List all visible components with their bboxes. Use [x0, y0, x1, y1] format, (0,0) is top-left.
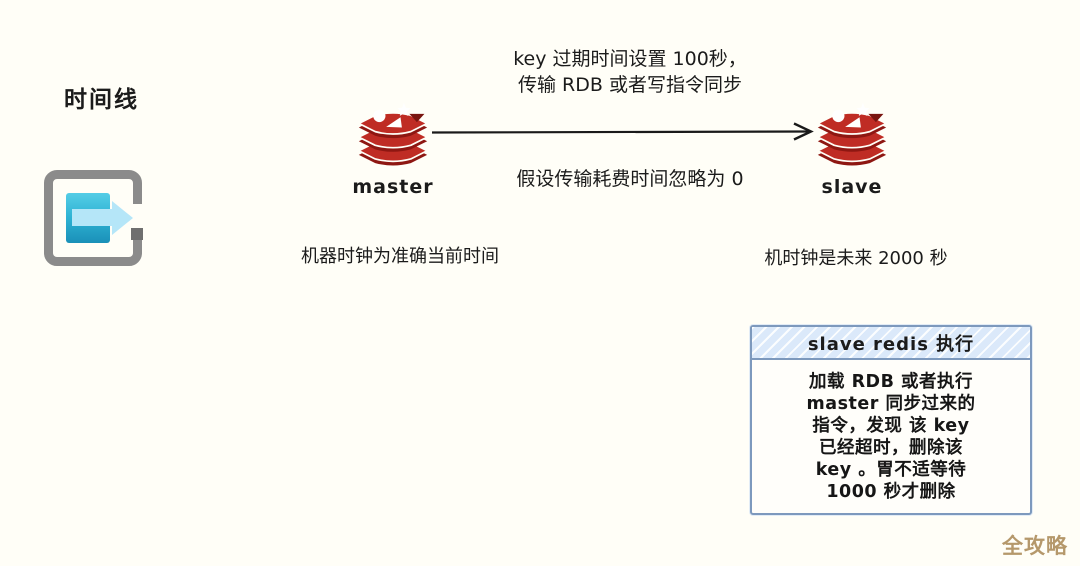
- watermark: 全攻略: [1002, 534, 1068, 558]
- redis-database-icon: [816, 102, 888, 166]
- callout-body-line: 1000 秒才删除: [826, 482, 956, 502]
- arrow-top-annotation-line2: 传输 RDB 或者写指令同步: [518, 74, 742, 96]
- icon-arrow-head: [112, 201, 133, 235]
- callout-body-line: 已经超时，删除该: [819, 438, 963, 458]
- callout-body-line: master 同步过来的: [806, 394, 976, 414]
- timeline-export-icon: [44, 170, 143, 266]
- replication-arrow: [431, 119, 819, 149]
- callout-body: 加载 RDB 或者执行 master 同步过来的 指令，发现 该 key 已经超…: [752, 360, 1030, 503]
- arrow-top-annotation-line1: key 过期时间设置 100秒，: [513, 48, 747, 70]
- slave-node-label: slave: [821, 176, 883, 198]
- arrow-bottom-annotation: 假设传输耗费时间忽略为 0: [516, 168, 744, 190]
- slave-execution-callout: slave redis 执行 加载 RDB 或者执行 master 同步过来的 …: [750, 325, 1032, 515]
- callout-body-line: key 。胃不适等待: [815, 460, 967, 480]
- timeline-title: 时间线: [64, 87, 139, 113]
- icon-frame-notch: [130, 204, 143, 228]
- master-node-label: master: [352, 176, 434, 198]
- callout-body-line: 加载 RDB 或者执行: [808, 372, 974, 392]
- arrow-top-annotation: key 过期时间设置 100秒， 传输 RDB 或者写指令同步: [462, 46, 798, 98]
- redis-slave-icon: [811, 98, 893, 168]
- callout-header: slave redis 执行: [752, 327, 1030, 360]
- master-clock-note: 机器时钟为准确当前时间: [301, 246, 499, 267]
- redis-database-icon: [357, 102, 429, 166]
- redis-master-icon: [352, 98, 434, 168]
- icon-frame-notch-shadow: [131, 228, 143, 240]
- slave-clock-note: 机时钟是未来 2000 秒: [764, 248, 948, 269]
- callout-body-line: 指令，发现 该 key: [812, 416, 970, 436]
- icon-arrow-shaft: [72, 209, 112, 226]
- arrow-line-icon: [431, 122, 814, 141]
